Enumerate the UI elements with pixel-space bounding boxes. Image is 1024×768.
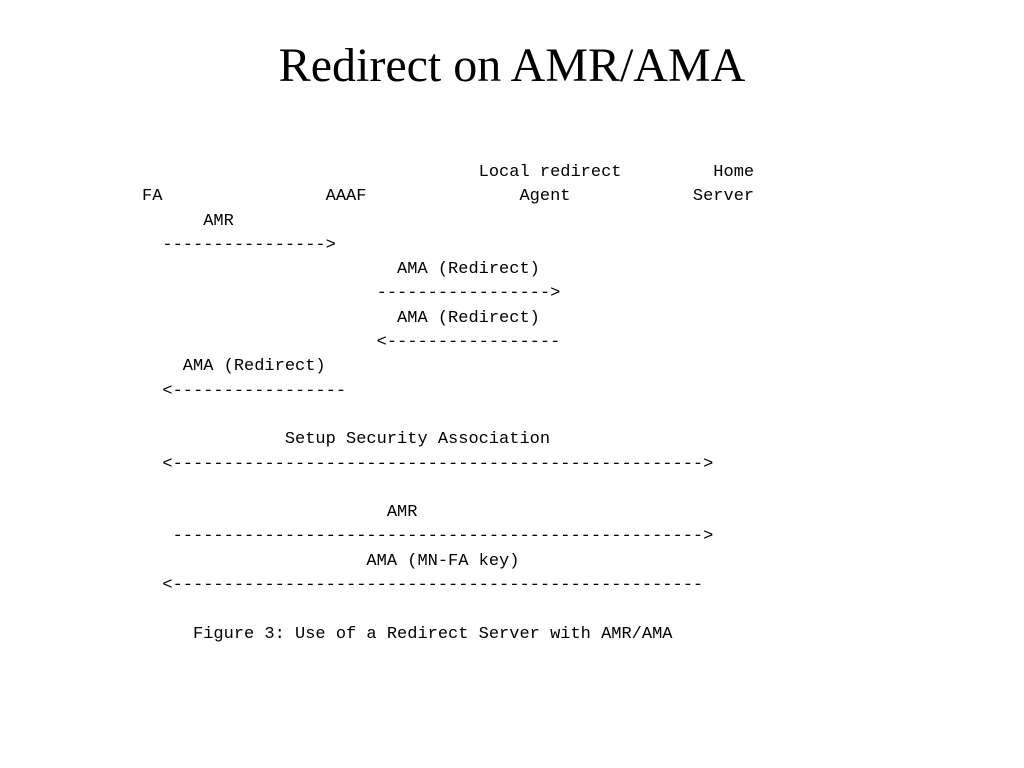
message-label-amr: AMR [142, 211, 234, 231]
arrow-bidirectional-fa-home: <---------------------------------------… [142, 454, 714, 474]
arrow-fa-to-aaaf: ----------------> [142, 235, 336, 255]
arrow-redirect-agent-to-aaaf: <----------------- [142, 333, 561, 353]
arrow-home-server-to-fa: <---------------------------------------… [142, 576, 704, 596]
diagram-entity-labels: FA AAAF Agent Server [142, 187, 755, 207]
message-label-ama-redirect: AMA (Redirect) [142, 260, 540, 280]
slide-title: Redirect on AMR/AMA [278, 39, 746, 92]
arrow-aaaf-to-fa: <----------------- [142, 381, 347, 401]
message-label-amr: AMR [142, 503, 418, 523]
figure-caption: Figure 3: Use of a Redirect Server with … [142, 624, 673, 644]
arrow-aaaf-to-redirect-agent: -----------------> [142, 284, 561, 304]
message-label-ama-redirect: AMA (Redirect) [142, 357, 326, 377]
message-label-ama-redirect: AMA (Redirect) [142, 308, 540, 328]
blank-line [142, 477, 754, 501]
message-label-setup-security-association: Setup Security Association [142, 430, 551, 450]
blank-line [142, 598, 754, 622]
blank-line [142, 404, 754, 428]
message-label-ama-mn-fa-key: AMA (MN-FA key) [142, 551, 520, 571]
arrow-fa-to-home-server: ----------------------------------------… [142, 527, 714, 547]
diagram-header-line: Local redirect Home [142, 163, 755, 182]
